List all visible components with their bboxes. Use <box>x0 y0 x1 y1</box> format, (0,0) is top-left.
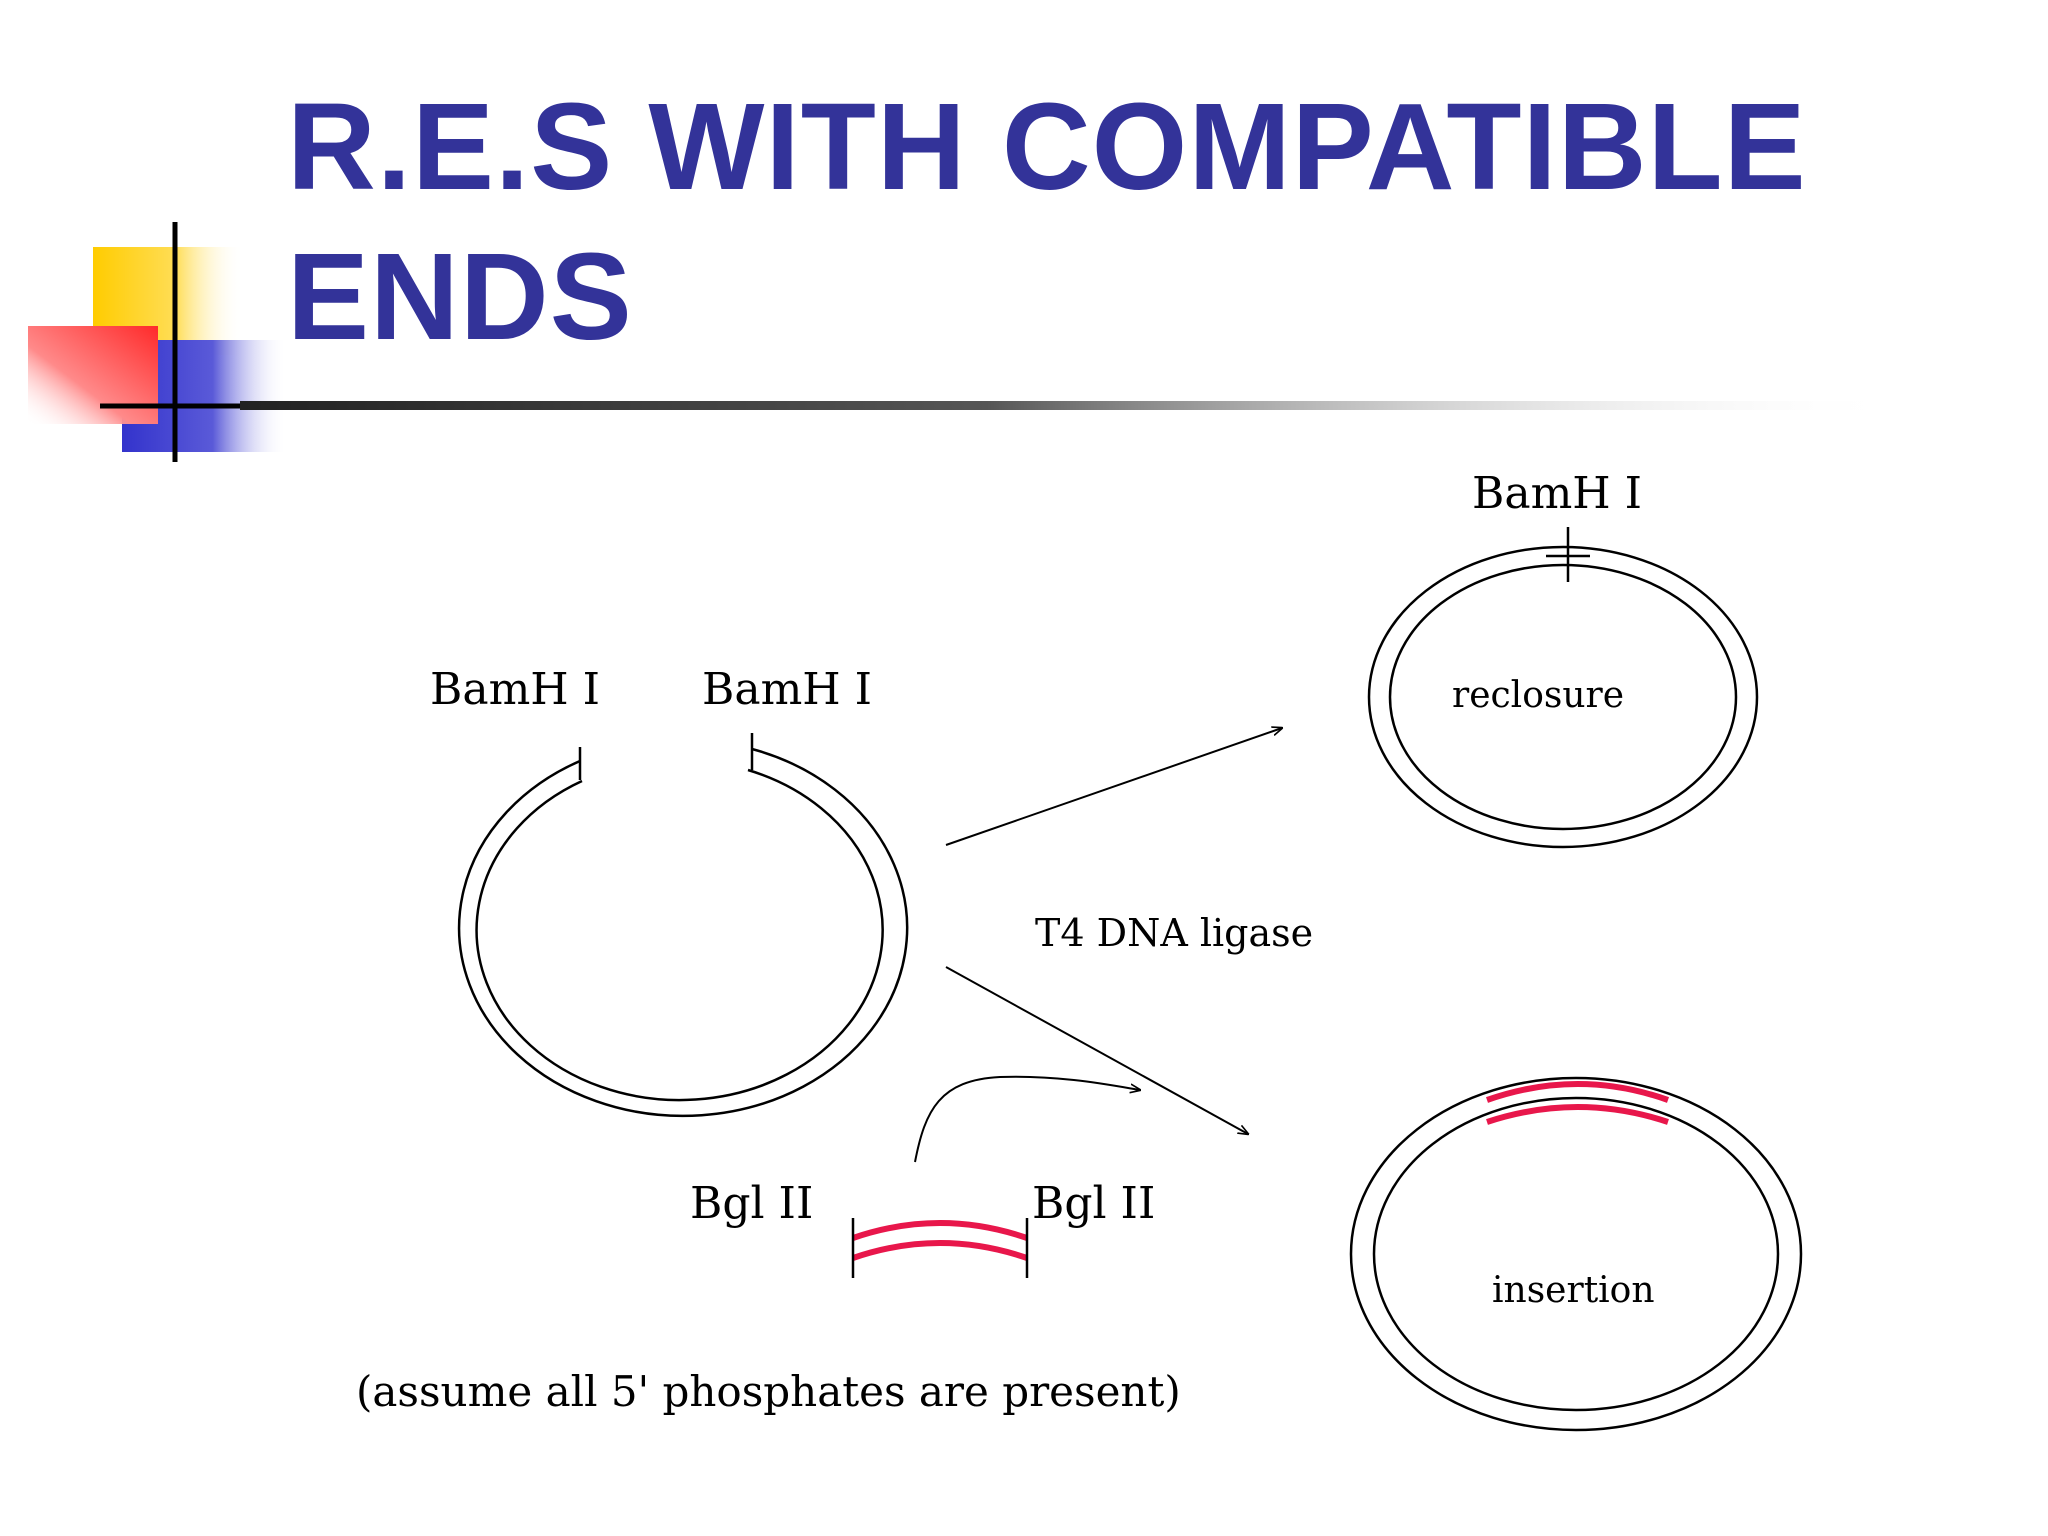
insert-fragment-inner-strand <box>852 1240 1028 1261</box>
enzyme-label: T4 DNA ligase <box>1035 911 1313 955</box>
insert-site-label-left: Bgl II <box>690 1178 813 1229</box>
inserted-dna-outer-strand <box>1486 1081 1670 1103</box>
phosphate-note: (assume all 5' phosphates are present) <box>356 1367 1181 1416</box>
insertion-plasmid <box>1349 1076 1803 1432</box>
vector-site-label-right: BamH I <box>702 664 872 715</box>
reclosure-inner-strand <box>1388 563 1738 831</box>
inserted-dna-inner-strand <box>1486 1104 1669 1125</box>
insertion-inner-strand <box>1372 1096 1780 1412</box>
arrow-to-insertion <box>945 966 1248 1134</box>
cut-vector <box>457 733 909 1118</box>
reclosure-label: reclosure <box>1452 675 1624 716</box>
reclosure-site-label: BamH I <box>1472 468 1642 519</box>
insert-site-label-right: Bgl II <box>1032 1178 1155 1229</box>
cut-vector-outer-strand <box>457 747 909 1118</box>
slide-title-line-2: ENDS <box>287 229 633 366</box>
bgl2-insert-fragment <box>851 1218 1029 1278</box>
title-rule <box>240 401 1900 410</box>
arrow-to-reclosure <box>945 728 1282 846</box>
insert-fragment-outer-strand <box>852 1220 1028 1241</box>
cut-vector-inner-strand <box>475 768 884 1102</box>
insert-curved-arrow <box>914 1075 1140 1163</box>
insertion-outer-strand <box>1349 1076 1803 1432</box>
vector-site-label-left: BamH I <box>430 664 600 715</box>
reclosure-outer-strand <box>1367 545 1759 849</box>
slide-title-line-1: R.E.S WITH COMPATIBLE <box>287 79 1807 216</box>
reclosure-plasmid <box>1367 527 1759 849</box>
insertion-label: insertion <box>1492 1270 1655 1311</box>
title-decoration <box>28 222 1900 462</box>
